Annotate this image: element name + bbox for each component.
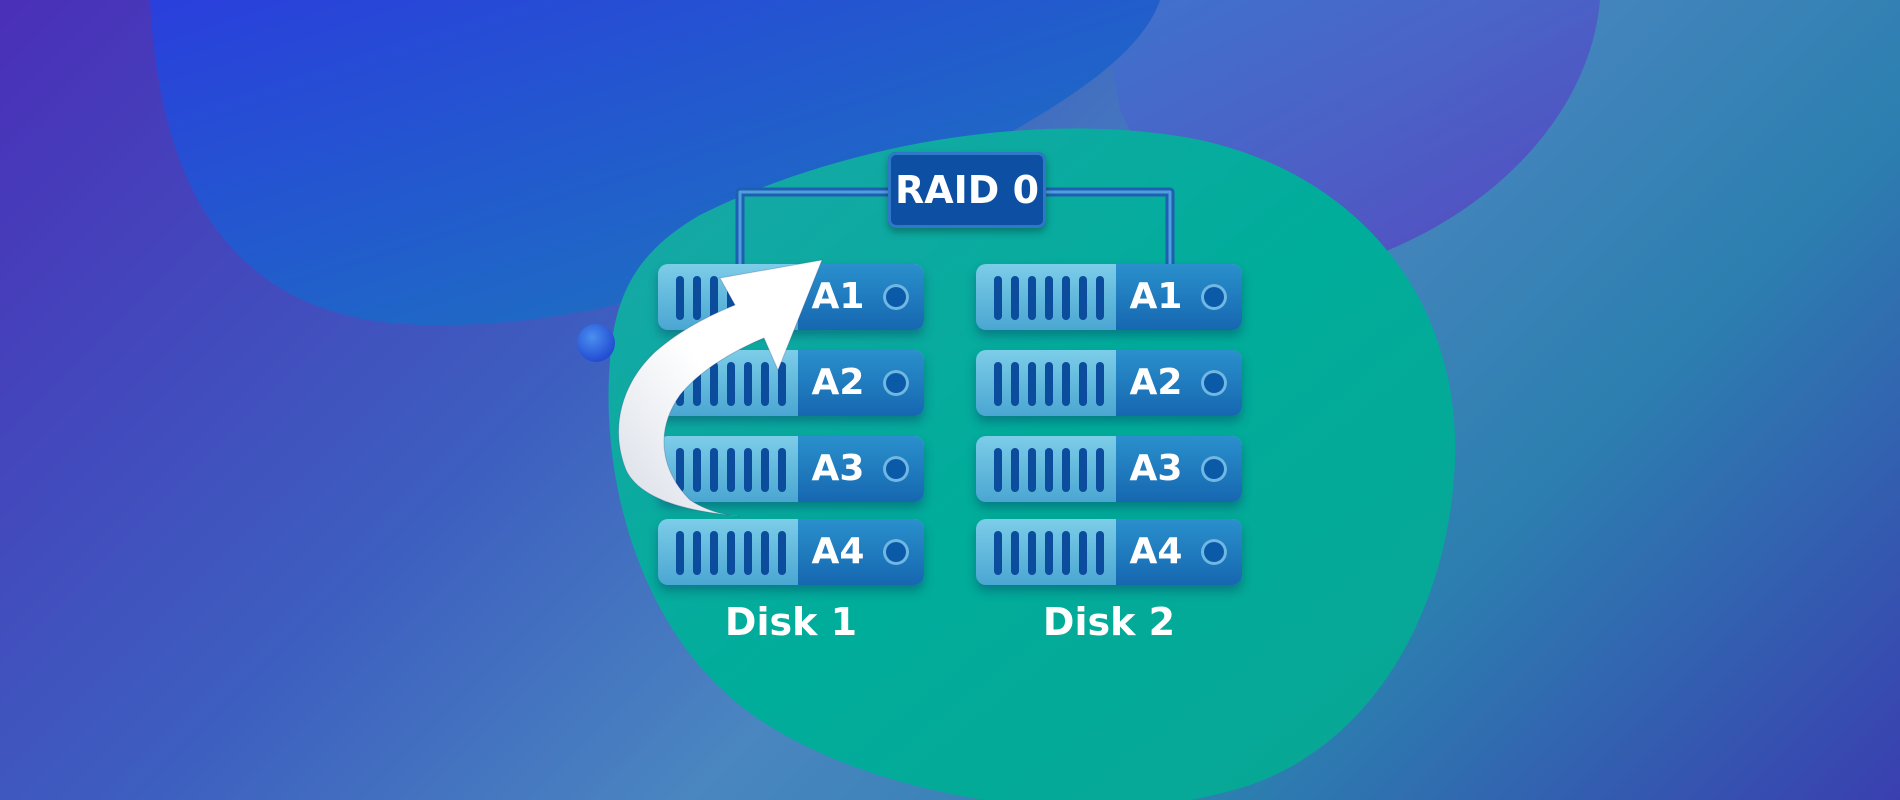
disk2-block-a4: A4 <box>976 519 1242 585</box>
disk2-block-a1: A1 <box>976 264 1242 330</box>
disk1-block-a2: A2 <box>658 350 924 416</box>
block-label: A3 <box>811 448 865 489</box>
vent-grill <box>676 276 796 320</box>
blue-blob <box>150 0 1160 326</box>
disk2-block-a2: A2 <box>976 350 1242 416</box>
led-indicator <box>1201 539 1227 565</box>
led-indicator <box>1201 284 1227 310</box>
disk2-caption: Disk 2 <box>1042 600 1176 644</box>
vent-grill <box>994 448 1114 492</box>
block-label: A1 <box>1129 276 1183 317</box>
vent-grill <box>676 448 796 492</box>
small-dot <box>577 324 615 362</box>
raid-title-box: RAID 0 <box>888 152 1046 228</box>
vent-grill <box>994 362 1114 406</box>
vent-grill <box>676 531 796 575</box>
disk1-caption: Disk 1 <box>724 600 858 644</box>
block-label: A2 <box>1129 362 1183 403</box>
led-indicator <box>883 370 909 396</box>
led-indicator <box>1201 370 1227 396</box>
raid-title: RAID 0 <box>894 168 1040 212</box>
block-label: A1 <box>811 276 865 317</box>
disk1-block-a1: A1 <box>658 264 924 330</box>
vent-grill <box>994 276 1114 320</box>
led-indicator <box>883 284 909 310</box>
block-label: A4 <box>1129 531 1183 572</box>
block-label: A2 <box>811 362 865 403</box>
disk1-block-a3: A3 <box>658 436 924 502</box>
vent-grill <box>676 362 796 406</box>
vent-grill <box>994 531 1114 575</box>
led-indicator <box>883 539 909 565</box>
block-label: A4 <box>811 531 865 572</box>
led-indicator <box>1201 456 1227 482</box>
disk2-block-a3: A3 <box>976 436 1242 502</box>
disk1-block-a4: A4 <box>658 519 924 585</box>
block-label: A3 <box>1129 448 1183 489</box>
led-indicator <box>883 456 909 482</box>
